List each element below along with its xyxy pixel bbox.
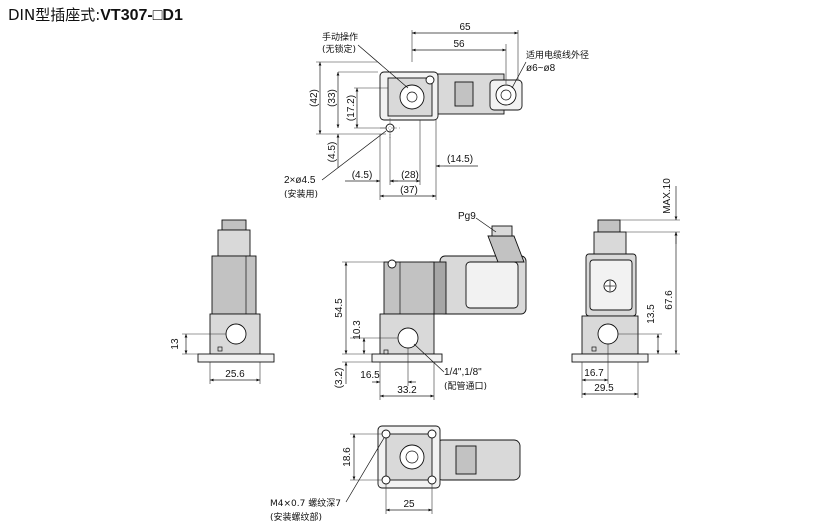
dim-25-6: 25.6	[225, 369, 245, 380]
title-model: VT307-□D1	[100, 7, 183, 24]
left-coil	[211, 255, 257, 315]
dim-28: (28)	[401, 170, 419, 181]
dim-16-7: 16.7	[584, 368, 604, 379]
manual-override-icon	[399, 84, 425, 110]
pg9-label: Pg9	[458, 211, 476, 222]
dim-16-5: 16.5	[360, 370, 380, 381]
top-screw-icon	[425, 75, 435, 85]
dim-18-6: 18.6	[342, 447, 353, 467]
bottom-view: 18.6 25 M4×0.7 螺纹深7 (安装螺纹部)	[270, 425, 521, 523]
thread-label: M4×0.7 螺纹深7	[270, 497, 341, 509]
dim-33: (33)	[327, 89, 338, 107]
dim-25: 25	[403, 499, 415, 510]
dim-42: (42)	[309, 89, 320, 107]
cable-od-label: 适用电缆线外径	[526, 49, 589, 61]
title-prefix: DIN型插座式:	[8, 6, 101, 24]
mount-holes-label: 2×ø4.5	[284, 175, 316, 186]
port-size-label: 1/4",1/8"	[444, 367, 482, 378]
manual-override-inner	[406, 91, 418, 103]
dim-37: (37)	[400, 185, 418, 196]
bottom-connector	[435, 439, 521, 481]
front-coil	[383, 261, 435, 315]
dim-17-2: (17.2)	[346, 95, 357, 121]
dim-65: 65	[459, 22, 471, 33]
front-base	[371, 353, 443, 363]
right-base	[571, 353, 649, 363]
port-size-note: (配管通口)	[444, 380, 487, 392]
left-base	[197, 353, 275, 363]
dim-13-5: 13.5	[646, 304, 657, 324]
bottom-thread-icon	[381, 429, 391, 439]
thread-note: (安装螺纹部)	[270, 511, 322, 523]
dim-3-2: (3.2)	[334, 368, 345, 389]
cable-od-value: ø6~ø8	[526, 63, 556, 74]
mount-holes-note: (安装用)	[284, 188, 318, 200]
page-title: DIN型插座式:VT307-□D1	[8, 4, 183, 25]
left-port-icon	[225, 323, 247, 345]
top-cable-inner	[500, 89, 512, 101]
front-view: Pg9 54.5 10.3 (3.2) 16.5 33.2 1/4",1/8" …	[334, 211, 527, 400]
dim-10-3: 10.3	[352, 320, 363, 340]
top-view: 65 56 手动操作 (无锁定) 适用电缆线外径 ø6~ø8 (42) (33)	[284, 22, 589, 200]
dim-4-5-h: (4.5)	[352, 170, 373, 181]
dim-54-5: 54.5	[334, 298, 345, 318]
dim-56: 56	[453, 39, 465, 50]
dim-4-5-v: (4.5)	[327, 142, 338, 163]
dim-max10: MAX.10	[662, 178, 673, 214]
left-view: 13 25.6	[170, 219, 275, 384]
dim-29-5: 29.5	[594, 383, 614, 394]
bottom-port-icon	[399, 444, 425, 470]
right-port-icon	[597, 323, 619, 345]
manual-override-note: (无锁定)	[322, 43, 356, 55]
manual-override-label: 手动操作	[322, 31, 358, 43]
dim-67-6: 67.6	[664, 290, 675, 310]
dim-33-2: 33.2	[397, 385, 417, 396]
top-cable-entry	[495, 84, 517, 106]
dim-13: 13	[170, 338, 181, 350]
right-view: MAX.10 67.6 13.5 16.7 29.5	[571, 178, 680, 398]
dim-14-5: (14.5)	[447, 154, 473, 165]
top-connector-neck	[454, 81, 474, 107]
